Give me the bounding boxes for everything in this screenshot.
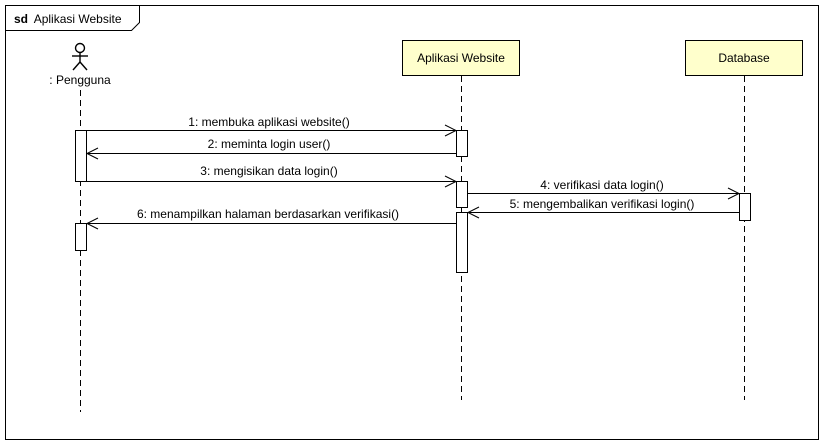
frame-name: Aplikasi Website: [34, 12, 122, 26]
message-label: 5: mengembalikan verifikasi login(): [510, 197, 695, 211]
stick-figure-icon: [72, 42, 88, 71]
activation-aplikasi-3: [456, 212, 468, 273]
activation-database-1: [739, 193, 751, 221]
arrowhead-icon: [466, 206, 480, 219]
frame-keyword: sd: [14, 12, 28, 26]
arrowhead-icon: [727, 187, 741, 200]
object-box-database: [685, 40, 803, 76]
arrowhead-icon: [85, 147, 99, 160]
arrowhead-icon: [85, 217, 99, 230]
message-label: 3: mengisikan data login(): [200, 164, 337, 178]
object-label-aplikasi-website: Aplikasi Website: [417, 51, 505, 65]
message-4: 4: verifikasi data login(): [467, 178, 741, 200]
activation-aplikasi-1: [456, 130, 468, 157]
message-label: 1: membuka aplikasi website(): [188, 115, 349, 129]
message-label: 6: menampilkan halaman berdasarkan verif…: [137, 207, 399, 221]
arrowhead-icon: [444, 175, 458, 188]
diagram-frame: [5, 5, 819, 440]
lifeline-label-pengguna: : Pengguna: [49, 73, 111, 87]
frame-title: sd Aplikasi Website: [14, 12, 122, 26]
lifeline-aplikasi-website: Aplikasi Website: [402, 40, 520, 400]
frame-title-tab: [5, 5, 140, 31]
object-label-database: Database: [718, 51, 770, 65]
message-5: 5: mengembalikan verifikasi login(): [466, 197, 740, 219]
arrowhead-icon: [444, 124, 458, 137]
message-1: 1: membuka aplikasi website(): [86, 115, 458, 137]
activation-aplikasi-2: [456, 181, 468, 208]
message-6: 6: menampilkan halaman berdasarkan verif…: [85, 207, 457, 230]
message-3: 3: mengisikan data login(): [86, 164, 458, 188]
activation-pengguna-1: [75, 130, 87, 182]
message-label: 4: verifikasi data login(): [540, 178, 663, 192]
activation-pengguna-2: [75, 223, 87, 251]
object-box-aplikasi-website: [402, 40, 520, 76]
message-2: 2: meminta login user(): [85, 137, 457, 160]
lifeline-database: Database: [685, 40, 803, 400]
message-label: 2: meminta login user(): [208, 137, 331, 151]
